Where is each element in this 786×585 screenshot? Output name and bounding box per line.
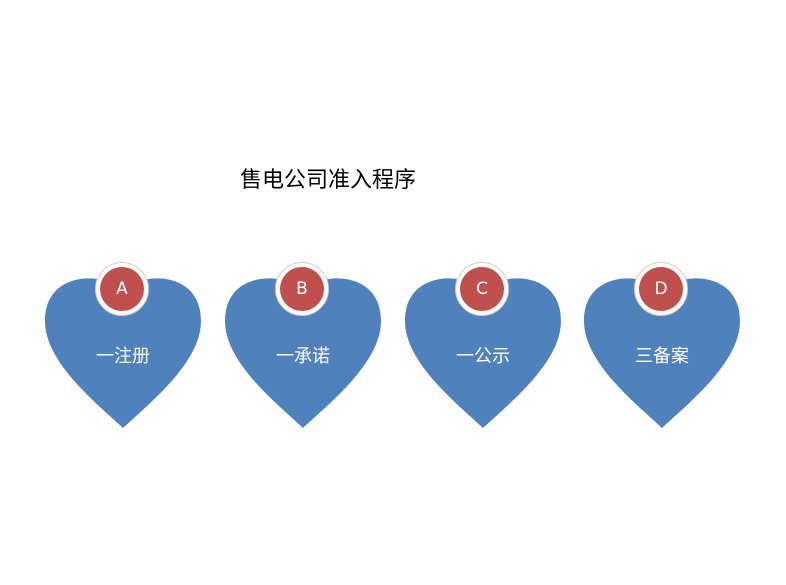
step-label: 一承诺 bbox=[276, 346, 330, 367]
step-card-d: D 三备案 bbox=[584, 262, 740, 430]
step-badge: C bbox=[455, 262, 509, 316]
step-letter: C bbox=[460, 267, 504, 311]
step-label: 一注册 bbox=[96, 346, 150, 367]
step-badge: B bbox=[275, 262, 329, 316]
step-badge: A bbox=[95, 262, 149, 316]
step-card-c: C 一公示 bbox=[405, 262, 561, 430]
step-card-a: A 一注册 bbox=[45, 262, 201, 430]
heart-shape bbox=[584, 278, 740, 428]
heart-shape bbox=[45, 278, 201, 428]
heart-shape bbox=[225, 278, 381, 428]
step-letter: A bbox=[100, 267, 144, 311]
step-letter: B bbox=[280, 267, 324, 311]
heart-shape bbox=[405, 278, 561, 428]
step-badge: D bbox=[634, 262, 688, 316]
step-label: 三备案 bbox=[635, 346, 689, 367]
step-letter: D bbox=[639, 267, 683, 311]
step-card-b: B 一承诺 bbox=[225, 262, 381, 430]
step-label: 一公示 bbox=[456, 346, 510, 367]
diagram-title: 售电公司准入程序 bbox=[240, 168, 417, 193]
